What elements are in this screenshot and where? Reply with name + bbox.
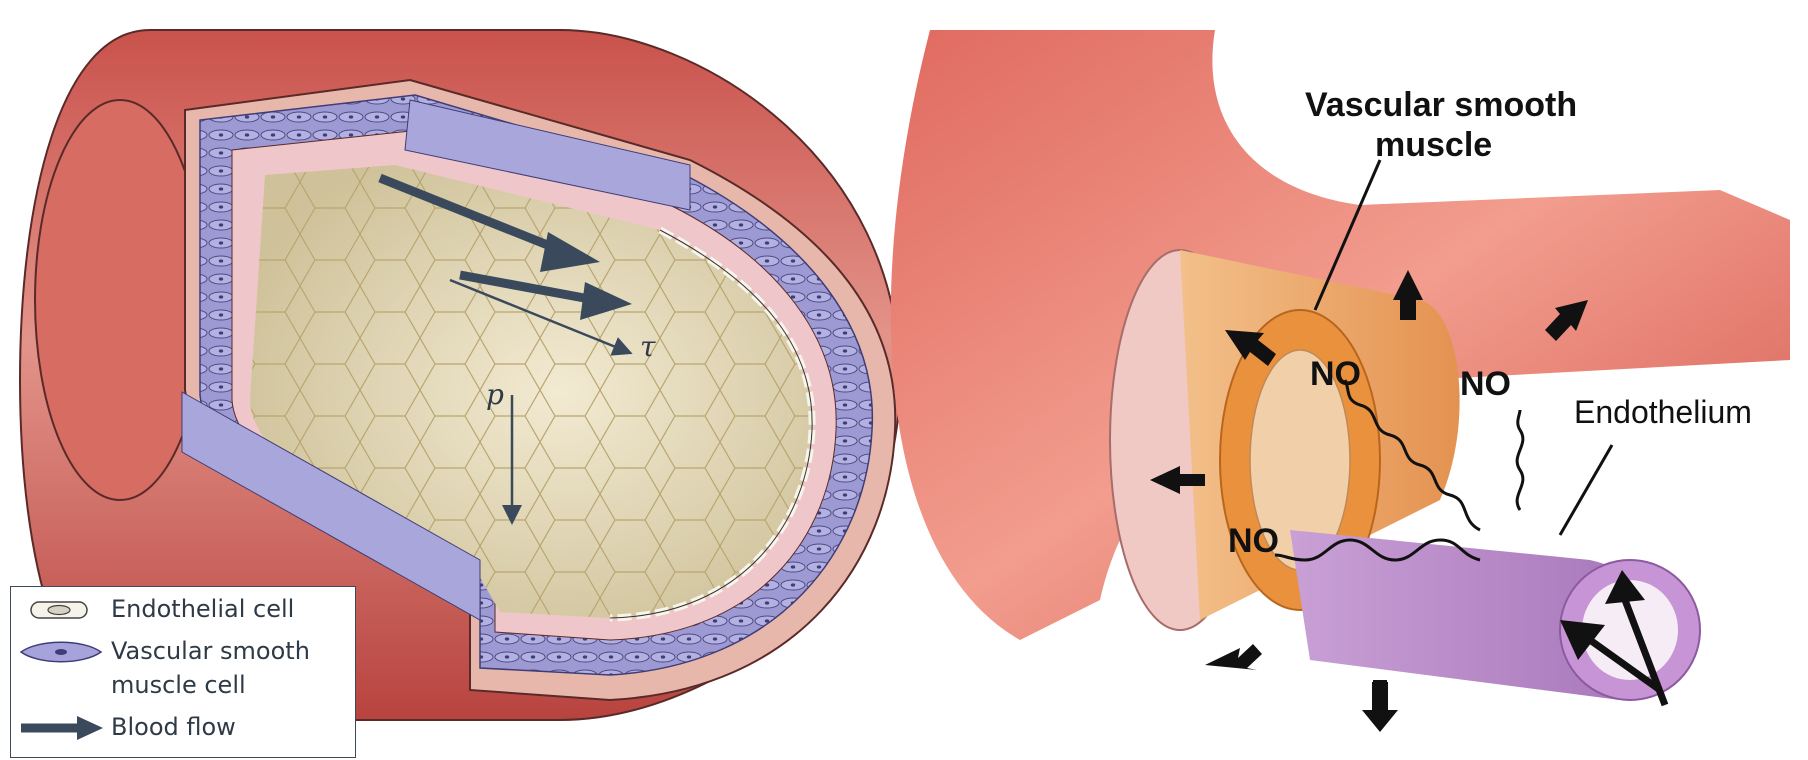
label-no-lower-left: NO <box>1228 522 1279 561</box>
label-vascular-smooth-muscle-line1: Vascular smooth <box>1305 86 1577 125</box>
pressure-symbol: p <box>486 378 504 411</box>
legend-label-blood-flow: Blood flow <box>111 713 236 741</box>
smooth-muscle-cell-icon <box>19 635 103 669</box>
legend-label-smooth-muscle-line2: muscle cell <box>111 671 246 699</box>
label-endothelium: Endothelium <box>1574 394 1752 431</box>
endothelial-cell-icon <box>29 599 89 621</box>
legend: Endothelial cell Vascular smooth muscle … <box>10 586 356 758</box>
endothelium-leader-line <box>1560 445 1612 535</box>
shear-stress-symbol: τ <box>640 330 656 363</box>
legend-label-endothelial-cell: Endothelial cell <box>111 595 294 623</box>
label-vascular-smooth-muscle-line2: muscle <box>1375 126 1492 165</box>
legend-label-smooth-muscle-line1: Vascular smooth <box>111 637 310 665</box>
label-no-upper-left: NO <box>1310 355 1361 394</box>
vessel-front-rim <box>35 100 205 500</box>
blood-flow-arrow-icon <box>19 713 105 743</box>
label-no-upper-right: NO <box>1460 365 1511 404</box>
